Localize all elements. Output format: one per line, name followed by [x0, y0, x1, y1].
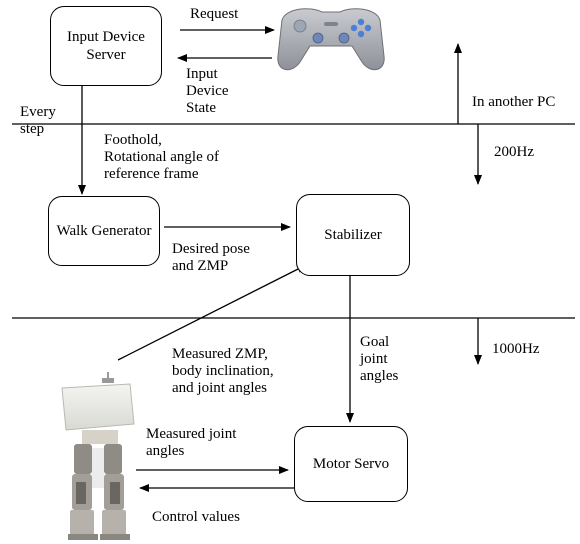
foothold-label: Foothold, Rotational angle of reference … [104, 132, 219, 183]
in-another-pc-label: In another PC [472, 94, 556, 110]
foothold-line-3: reference frame [104, 166, 199, 182]
walk-generator-node: Walk Generator [48, 196, 160, 266]
goal-joint-line-1: Goal [360, 334, 390, 350]
stabilizer-label: Stabilizer [324, 227, 382, 243]
control-values-label: Control values [152, 509, 240, 525]
measured-joint-angles-label: Measured joint angles [146, 426, 236, 460]
measured-zmp-line-1: Measured ZMP, [172, 346, 268, 362]
measured-zmp-arrow [117, 264, 307, 361]
motor-servo-line-2: Servo [354, 456, 390, 472]
every-step-line-2: step [20, 121, 45, 137]
goal-joint-angles-label: Goal joint angles [360, 334, 398, 385]
every-step-label: Every step [20, 104, 56, 138]
hz1000-label: 1000Hz [492, 341, 540, 357]
walk-generator-line-1: Walk [56, 223, 88, 239]
input-device-state-line-3: State [186, 100, 216, 116]
desired-pose-line-1: Desired pose [172, 241, 250, 257]
measured-joint-line-2: angles [146, 443, 185, 459]
humanoid-robot-image [61, 372, 135, 540]
every-step-line-1: Every [20, 104, 56, 120]
input-device-state-label: Input Device State [186, 66, 228, 117]
motor-servo-line-1: Motor [312, 456, 351, 472]
walk-generator-line-2: Generator [91, 223, 152, 239]
hz200-label: 200Hz [494, 144, 534, 160]
foothold-line-1: Foothold, [104, 132, 162, 148]
stabilizer-node: Stabilizer [296, 194, 410, 276]
desired-pose-line-2: and ZMP [172, 258, 229, 274]
desired-pose-label: Desired pose and ZMP [172, 241, 250, 275]
input-device-server-line-1: Input [67, 29, 99, 45]
goal-joint-line-2: joint [360, 351, 388, 367]
input-device-server-line-3: Server [86, 47, 126, 63]
measured-joint-line-1: Measured joint [146, 426, 237, 442]
game-controller-image [277, 8, 385, 71]
motor-servo-node: Motor Servo [294, 426, 408, 502]
request-label: Request [190, 6, 239, 22]
foothold-line-2: Rotational angle of [104, 149, 219, 165]
goal-joint-line-3: angles [360, 368, 399, 384]
measured-zmp-line-3: and joint angles [172, 380, 267, 396]
input-device-server-line-2: Device [102, 29, 145, 45]
measured-zmp-line-2: body inclination, [172, 363, 274, 379]
input-device-state-line-1: Input [186, 66, 218, 82]
measured-zmp-label: Measured ZMP, body inclination, and join… [172, 346, 274, 397]
input-device-server-node: Input Device Server [50, 6, 162, 86]
input-device-state-line-2: Device [186, 83, 229, 99]
